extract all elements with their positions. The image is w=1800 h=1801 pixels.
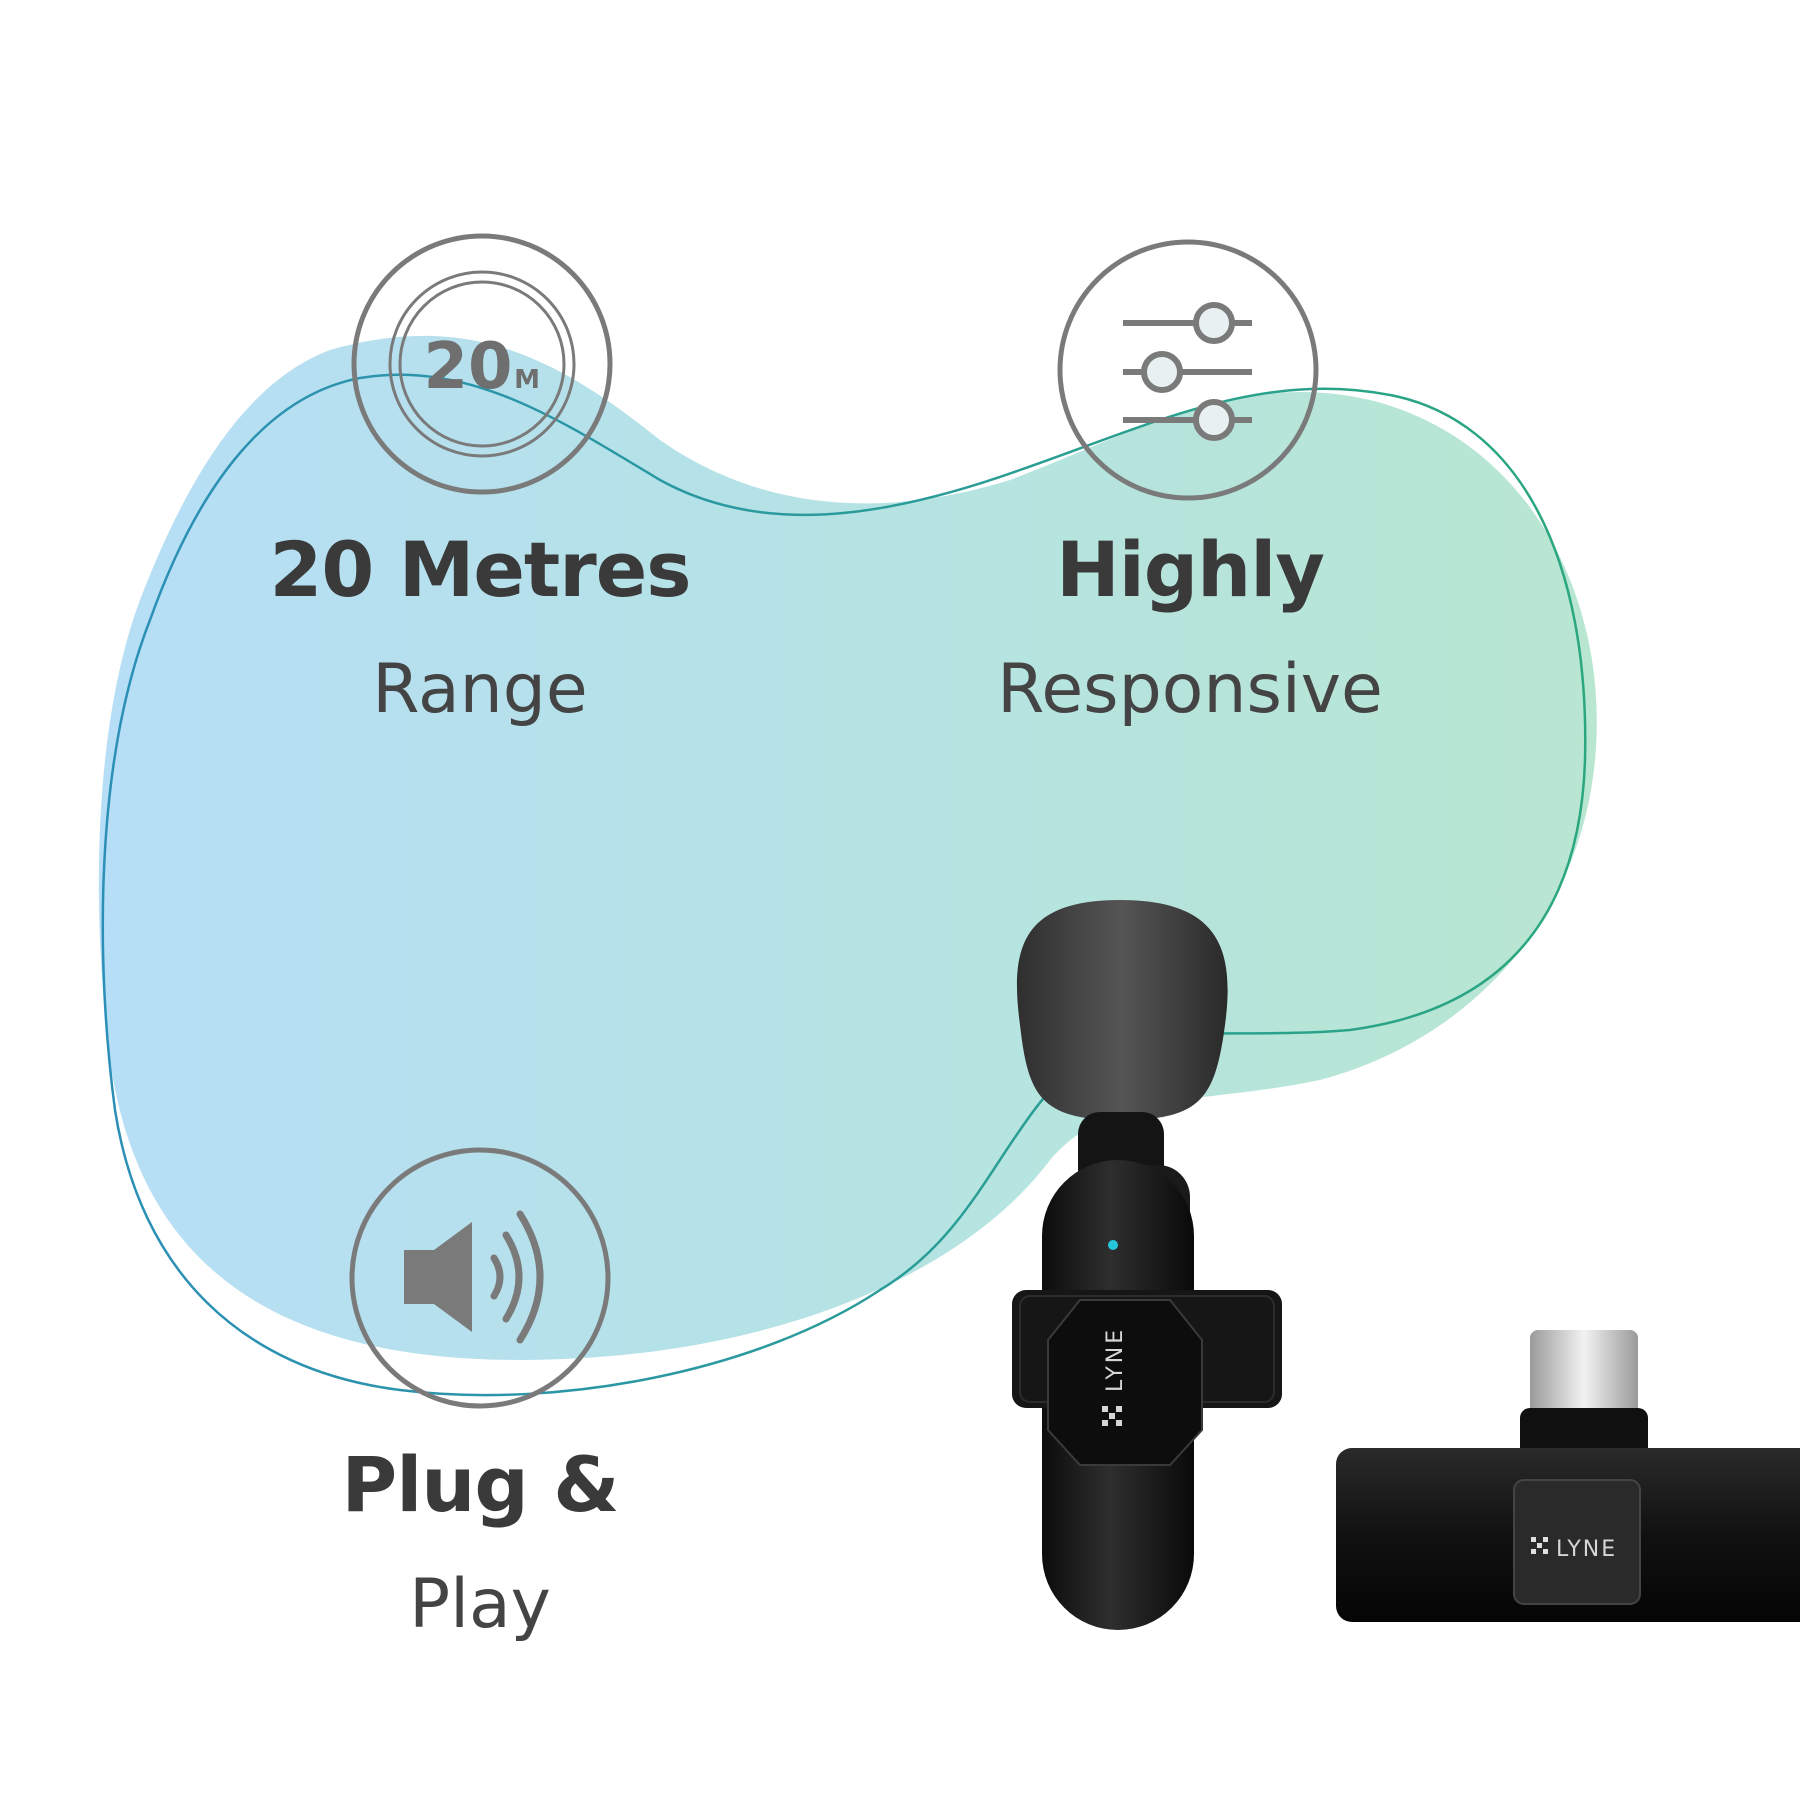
mic-brand-label: LYNE — [1103, 1327, 1128, 1392]
speaker-icon — [349, 1147, 611, 1409]
mic-logo-plate — [1047, 1299, 1203, 1466]
plug-title: Plug & — [341, 1440, 620, 1529]
receiver-logo-mark — [1531, 1537, 1548, 1554]
receiver-brand-label: LYNE — [1556, 1537, 1617, 1562]
mic-logo-mark — [1102, 1406, 1122, 1426]
usb-c-plug — [1530, 1330, 1638, 1420]
badge-number: 20 — [423, 330, 512, 404]
range-badge: 20 M — [351, 233, 613, 495]
sliders-icon — [1057, 239, 1319, 501]
receiver-logo-plate — [1513, 1479, 1641, 1605]
background-blob — [98, 335, 1597, 1361]
range-subtitle: Range — [372, 650, 588, 729]
mic-status-light — [1108, 1240, 1118, 1250]
plug-subtitle: Play — [409, 1565, 551, 1644]
range-title: 20 Metres — [269, 525, 692, 614]
wireless-microphone: LYNE — [1012, 900, 1282, 1630]
responsive-title: Highly — [1056, 525, 1325, 614]
mic-windscreen — [1016, 900, 1228, 1120]
badge-unit: M — [514, 365, 540, 395]
usb-c-receiver: LYNE — [1336, 1330, 1800, 1622]
responsive-subtitle: Responsive — [997, 650, 1383, 729]
